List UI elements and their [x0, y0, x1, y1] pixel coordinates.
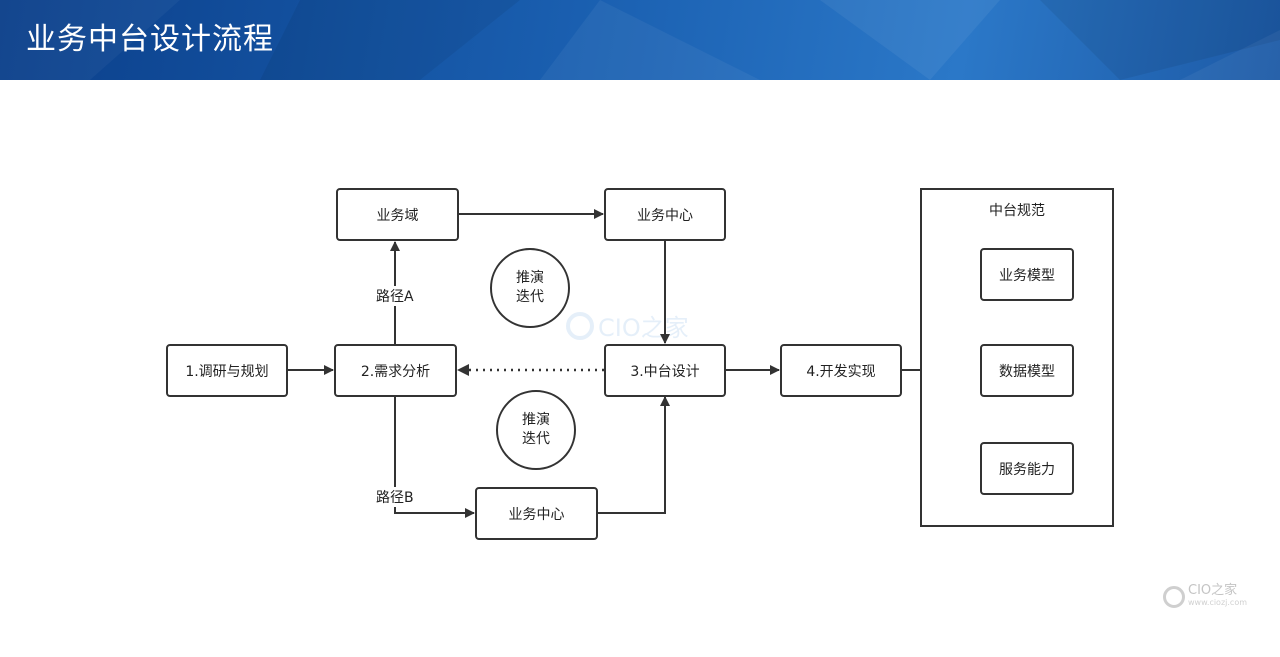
node-business-center-bottom: 业务中心	[475, 487, 598, 540]
edge-center-bottom-to-design	[598, 396, 670, 514]
edge-label-path-a: 路径A	[375, 286, 415, 306]
iterate-bottom-line2: 迭代	[522, 431, 550, 447]
edge-label-path-b: 路径B	[375, 487, 415, 507]
node-business-center-top: 业务中心	[604, 188, 726, 241]
cio-logo: CIO之家 www.ciozj.com	[1163, 583, 1248, 609]
node-platform-design: 3.中台设计	[604, 344, 726, 397]
node-business-domain-label: 业务域	[376, 207, 419, 224]
node-development: 4.开发实现	[780, 344, 902, 397]
iterate-circle-bottom: 推演 迭代	[496, 390, 576, 470]
iterate-bottom-line1: 推演	[522, 412, 550, 428]
node-requirement: 2.需求分析	[334, 344, 457, 397]
node-platform-design-label: 3.中台设计	[630, 363, 700, 380]
spec-item-label: 业务模型	[999, 267, 1055, 284]
banner-pattern	[0, 0, 1280, 80]
logo-ring-icon	[1163, 586, 1185, 608]
page-title: 业务中台设计流程	[26, 22, 274, 57]
spec-item-label: 数据模型	[999, 363, 1055, 380]
iterate-top-line2: 迭代	[516, 289, 544, 305]
watermark-text: CIO之家	[598, 314, 689, 342]
spec-item-label: 服务能力	[999, 461, 1055, 478]
spec-item-service: 服务能力	[980, 442, 1074, 495]
logo-sub-text: www.ciozj.com	[1188, 598, 1248, 607]
node-research-label: 1.调研与规划	[185, 363, 269, 380]
node-research: 1.调研与规划	[166, 344, 288, 397]
header-banner: 业务中台设计流程	[0, 0, 1280, 80]
iterate-top-line1: 推演	[516, 270, 544, 286]
spec-item-business-model: 业务模型	[980, 248, 1074, 301]
spec-group-title: 中台规范	[989, 203, 1045, 219]
spec-item-data-model: 数据模型	[980, 344, 1074, 397]
iterate-circle-top: 推演 迭代	[490, 248, 570, 328]
node-requirement-label: 2.需求分析	[360, 363, 431, 380]
edge-requirement-to-center-bottom	[394, 396, 475, 518]
watermark-ring-icon	[566, 311, 594, 340]
node-business-center-bottom-label: 业务中心	[508, 506, 565, 523]
node-business-domain: 业务域	[336, 188, 459, 241]
node-development-label: 4.开发实现	[806, 363, 876, 380]
node-business-center-top-label: 业务中心	[637, 207, 693, 224]
center-watermark: CIO之家	[566, 308, 689, 343]
logo-main-text: CIO之家	[1188, 583, 1238, 598]
